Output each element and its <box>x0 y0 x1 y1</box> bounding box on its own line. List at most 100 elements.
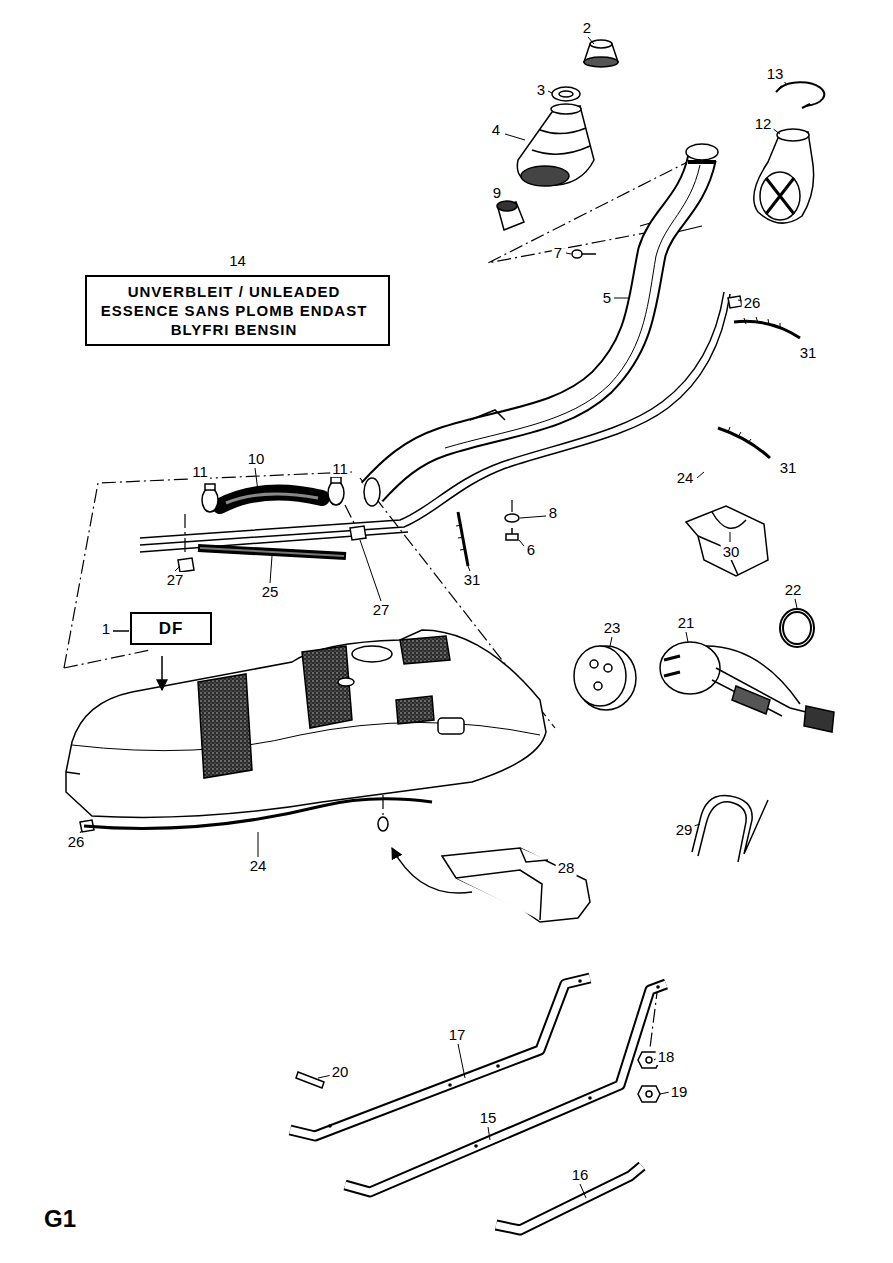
bolt <box>511 528 513 534</box>
hose-clamp <box>202 488 218 512</box>
callout-number: 5 <box>601 290 613 306</box>
callout-number: 2 <box>581 20 593 36</box>
fuel-sender <box>664 656 680 676</box>
filler-pipe <box>372 158 702 492</box>
seal-disc <box>574 646 626 706</box>
bolt <box>506 534 518 540</box>
tank-strap <box>345 984 666 1192</box>
phantom-line <box>345 505 355 525</box>
screw <box>572 250 596 258</box>
filler-funnel <box>777 129 809 141</box>
callout-number: 30 <box>721 544 742 560</box>
callout-number: 23 <box>602 620 623 636</box>
strap-hole <box>448 1083 452 1087</box>
vent-line <box>84 799 432 829</box>
leader-line <box>795 599 797 608</box>
callout-number: 27 <box>165 572 186 588</box>
circlip <box>776 82 824 108</box>
callout-number: 24 <box>248 858 269 874</box>
circlip <box>780 82 824 106</box>
pin <box>296 1072 324 1088</box>
leader-line <box>566 253 571 254</box>
fuel-tank <box>378 817 388 831</box>
nut <box>646 1057 652 1063</box>
callout-number: 18 <box>656 1049 677 1065</box>
fuel-sender <box>712 668 790 716</box>
pipe-section <box>198 548 346 556</box>
callout-number: 27 <box>371 602 392 618</box>
leader-line <box>686 632 688 642</box>
cable-tie-teeth <box>456 525 466 550</box>
pipe-clip <box>350 526 366 540</box>
cable-tie <box>718 428 770 458</box>
node-text: UNVERBLEIT / UNLEADED ESSENCE SANS PLOMB… <box>99 282 369 339</box>
pointer-arrow <box>113 630 129 632</box>
callout-number: 21 <box>676 615 697 631</box>
fuel-tank <box>72 723 540 751</box>
hose <box>220 493 322 506</box>
leader-line <box>80 37 797 1198</box>
leader-line <box>360 540 381 601</box>
washer <box>559 91 573 97</box>
nut <box>638 1086 660 1102</box>
bolt <box>505 514 519 522</box>
filler-funnel <box>760 172 800 220</box>
callout-number: 10 <box>246 451 267 467</box>
filler-pipe <box>364 478 380 506</box>
fuel-tank <box>66 772 80 774</box>
grommet <box>497 201 517 211</box>
pointer-arrow <box>161 656 163 690</box>
leader-line <box>614 298 628 299</box>
fuel-sender <box>804 706 834 732</box>
callout-number: 17 <box>447 1027 468 1043</box>
callout-number: 11 <box>330 461 350 477</box>
leader-line <box>580 1184 586 1198</box>
pipe-clip <box>178 526 366 572</box>
callout-number: 3 <box>535 82 547 98</box>
callout-number: 14 <box>227 252 248 269</box>
vent-line <box>84 799 432 829</box>
filler-cap <box>584 57 618 67</box>
leader-line <box>270 556 272 583</box>
filler-funnel <box>754 129 814 223</box>
callout-number: 24 <box>675 470 696 486</box>
tank-strap <box>345 984 666 1192</box>
phantom-line <box>64 472 352 668</box>
fuel-tank <box>66 630 546 817</box>
leader-line <box>488 1127 490 1140</box>
callout-number: 12 <box>753 116 774 132</box>
fuel-tank <box>400 636 450 664</box>
fuel-label-sticker: UNVERBLEIT / UNLEADED ESSENCE SANS PLOMB… <box>85 275 390 346</box>
fuel-tank <box>302 646 352 728</box>
tank-strap <box>496 1166 642 1230</box>
bracket <box>686 506 768 576</box>
seal-disc <box>590 660 598 668</box>
tank-strap <box>496 1166 642 1230</box>
pipe-clip <box>728 296 742 308</box>
callout-number: 7 <box>552 245 564 261</box>
retaining-clip <box>692 796 768 855</box>
retaining-clip <box>442 848 590 922</box>
leader-line <box>694 824 700 826</box>
callout-number: 1 <box>100 620 112 637</box>
leader-line <box>175 566 180 571</box>
retaining-clip <box>442 848 590 922</box>
callout-number: 31 <box>778 460 799 476</box>
leader-line <box>610 637 612 646</box>
callout-number: 15 <box>478 1110 499 1126</box>
washer <box>552 87 580 101</box>
pipe-section <box>198 548 346 556</box>
fuel-tank <box>338 678 354 686</box>
leader-line <box>519 540 524 546</box>
fuel-sender <box>732 686 770 714</box>
filler-cap <box>584 40 618 67</box>
filler-pipe <box>688 160 716 164</box>
pipe-section <box>200 548 344 556</box>
filler-cap <box>590 40 612 48</box>
hose <box>226 494 318 503</box>
phantom-line <box>64 148 715 1048</box>
seal-ring <box>783 612 811 644</box>
filler-pipe <box>445 165 700 448</box>
callout-number: 26 <box>742 295 763 311</box>
leader-line <box>505 134 525 140</box>
